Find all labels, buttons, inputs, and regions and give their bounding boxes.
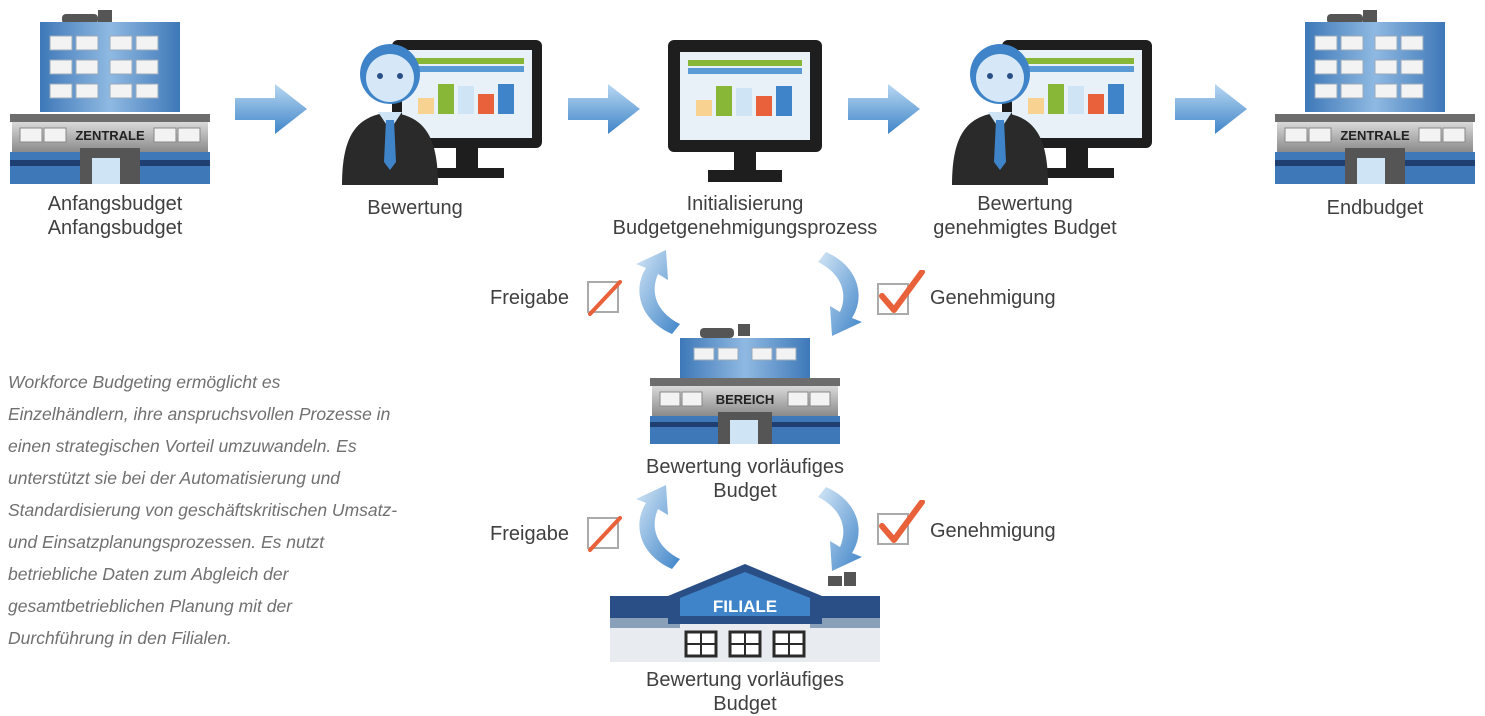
approval-label-lower: Genehmigung — [930, 520, 1056, 542]
approval-check-icon-lower — [876, 500, 926, 546]
release-checkbox-icon-upper — [586, 280, 622, 316]
reviewer-1-label: Bewertung — [367, 197, 463, 219]
approval-label-upper: Genehmigung — [930, 287, 1056, 309]
store-label-line1: Bewertung vorläufiges — [646, 669, 844, 691]
approval-curved-arrow-lower — [816, 485, 872, 571]
region-building: BEREICH — [650, 324, 840, 444]
store-building: FILIALE — [610, 560, 880, 662]
reviewer-1-illustration — [330, 40, 545, 185]
description-text: Workforce Budgeting ermöglicht es Einzel… — [8, 372, 398, 648]
reviewer-2-label: Bewertung genehmigtes Budget — [905, 192, 1145, 240]
hq-end-label: Endbudget — [1326, 197, 1424, 219]
approval-check-icon-upper — [876, 270, 926, 316]
hq-start-label: Anfangsbudget Anfangsbudget — [0, 192, 230, 240]
hq-start-sign: ZENTRALE — [75, 128, 145, 143]
region-label: Bewertung vorläufiges Budget — [615, 455, 875, 503]
init-label-line2: Budgetgenehmigungsprozess — [612, 217, 878, 239]
flow-arrow-1 — [235, 84, 307, 134]
reviewer-2-illustration — [940, 40, 1155, 185]
flow-arrow-4 — [1175, 84, 1247, 134]
store-label-line2: Budget — [713, 693, 777, 715]
hq-building-start: ZENTRALE — [10, 8, 210, 184]
hq-end-sign: ZENTRALE — [1340, 128, 1410, 143]
release-curved-arrow-lower — [626, 485, 682, 571]
region-sign: BEREICH — [716, 392, 775, 407]
init-label-line1: Initialisierung — [686, 193, 804, 215]
store-sign: FILIALE — [713, 597, 777, 616]
flow-arrow-2 — [568, 84, 640, 134]
init-monitor-illustration — [668, 40, 822, 185]
init-label: Initialisierung Budgetgenehmigungsprozes… — [590, 192, 900, 240]
flow-arrow-3 — [848, 84, 920, 134]
release-label-upper: Freigabe — [490, 287, 569, 309]
hq-start-label-line2: Anfangsbudget — [47, 217, 183, 239]
release-curved-arrow-upper — [626, 250, 682, 336]
release-checkbox-icon-lower — [586, 516, 622, 552]
reviewer-2-label-line1: Bewertung — [977, 193, 1073, 215]
approval-curved-arrow-upper — [816, 250, 872, 336]
release-label-lower: Freigabe — [490, 523, 569, 545]
hq-building-end: ZENTRALE — [1275, 8, 1475, 184]
region-label-line2: Budget — [713, 480, 777, 502]
store-label: Bewertung vorläufiges Budget — [615, 668, 875, 716]
reviewer-2-label-line2: genehmigtes Budget — [933, 217, 1117, 239]
region-label-line1: Bewertung vorläufiges — [646, 456, 844, 478]
hq-start-label-line1: Anfangsbudget — [47, 193, 183, 215]
